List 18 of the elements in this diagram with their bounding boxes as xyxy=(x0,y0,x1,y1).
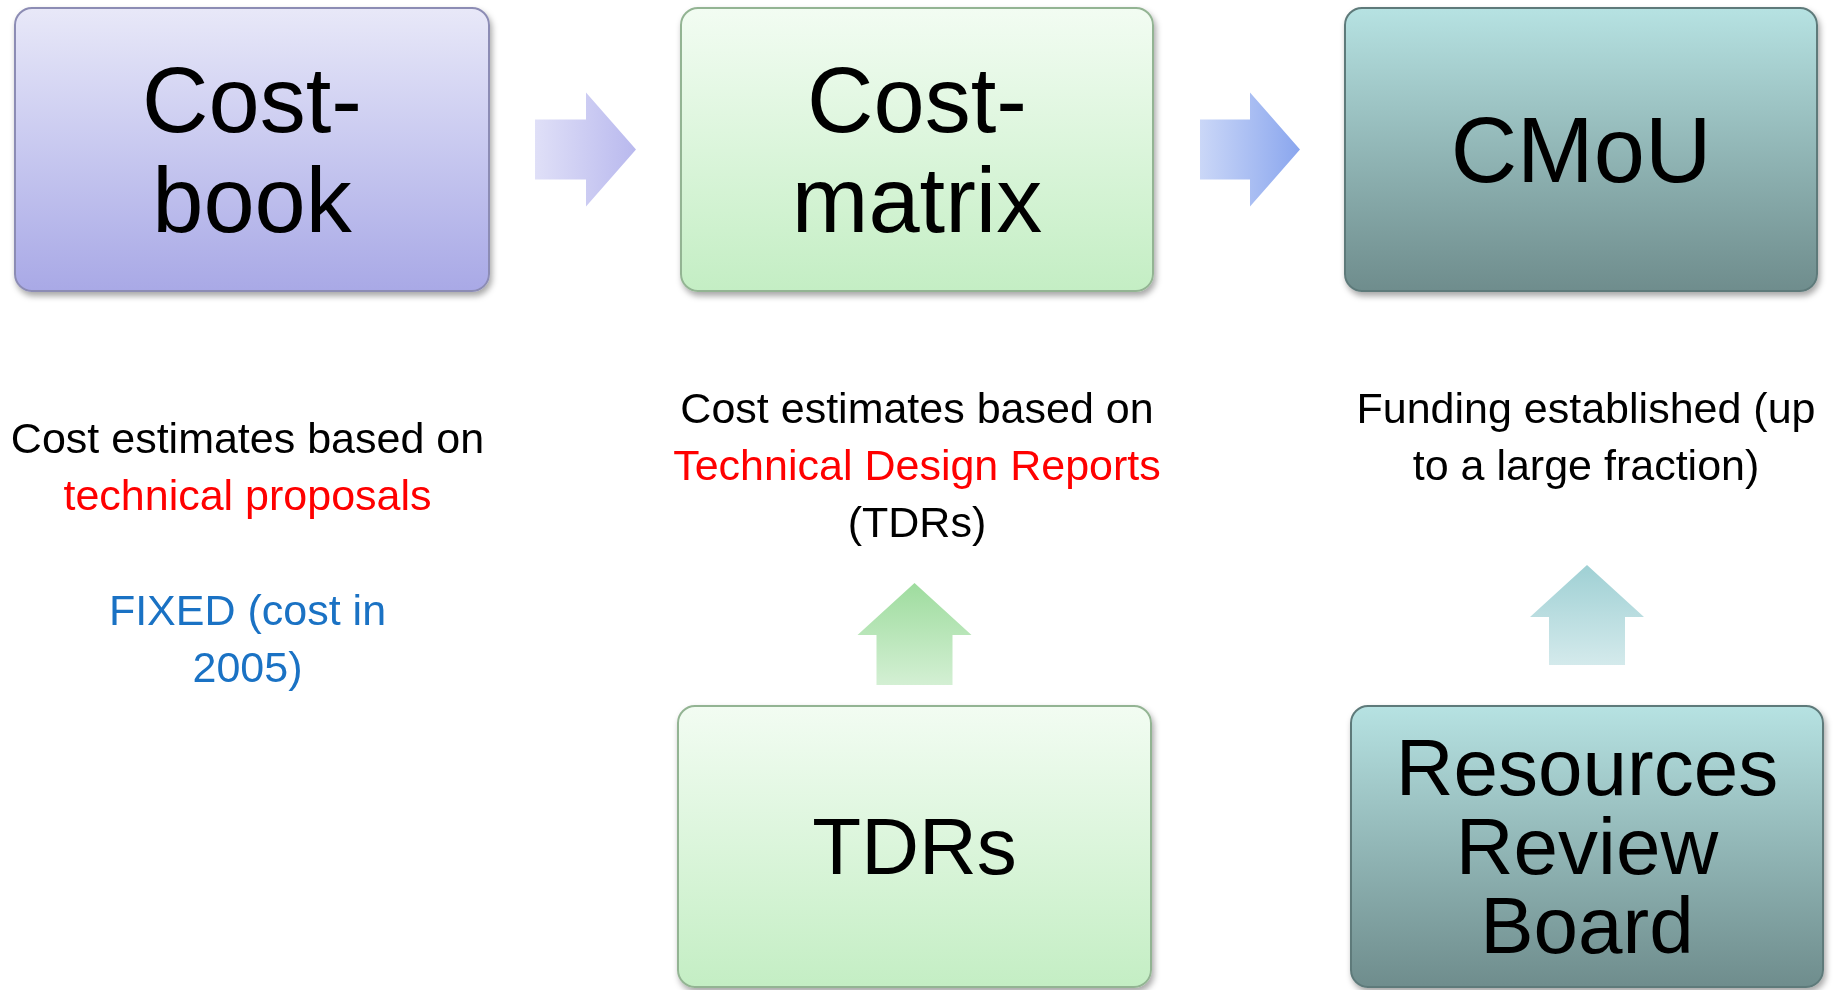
block-arrow xyxy=(1200,92,1300,207)
process-box xyxy=(1344,7,1818,292)
description-text: Funding established (up to a large fraction) xyxy=(1355,383,1817,491)
process-box xyxy=(680,7,1154,292)
box-title: CMoU xyxy=(1450,99,1712,200)
box-title: Resources Review Board xyxy=(1394,728,1780,965)
process-box xyxy=(14,7,490,292)
box-title: Cost-matrix xyxy=(790,49,1044,250)
process-box xyxy=(677,705,1152,988)
description-text: Cost estimates based on Technical Design Reports (TDRs) xyxy=(672,383,1162,548)
note-text: FIXED (cost in 2005) xyxy=(107,585,388,693)
description-text: Cost estimates based on technical proposals xyxy=(9,413,486,521)
box-title: TDRs xyxy=(812,806,1017,887)
process-box xyxy=(1350,705,1824,988)
block-arrow xyxy=(1530,565,1644,665)
block-arrow xyxy=(857,583,972,685)
block-arrow xyxy=(535,92,636,207)
box-title: Cost-book xyxy=(141,49,363,250)
